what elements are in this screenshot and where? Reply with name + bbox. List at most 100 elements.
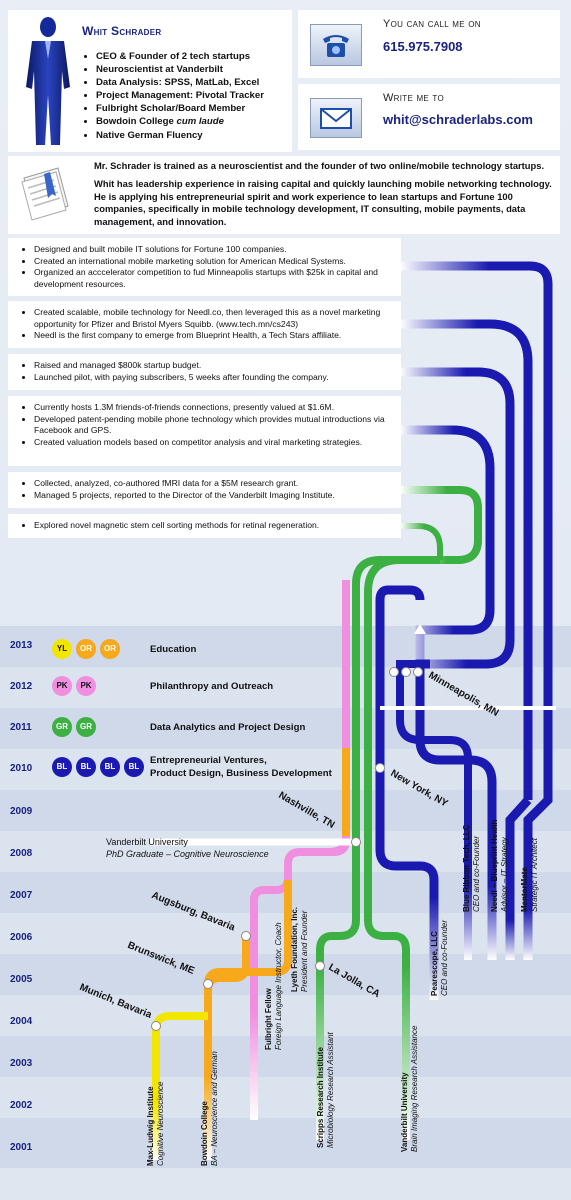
role-org: Needl – Blueprint Health bbox=[490, 819, 499, 912]
achievement-list: Raised and managed $800k startup budget.… bbox=[20, 360, 404, 383]
legend-label: Entrepreneurial Ventures, bbox=[150, 755, 267, 766]
envelope-icon bbox=[310, 98, 362, 138]
year-label: 2009 bbox=[10, 806, 33, 817]
role-org: Scripps Research Institute bbox=[316, 1047, 325, 1148]
station-dot bbox=[401, 667, 411, 677]
station-dot bbox=[315, 961, 325, 971]
achievement-item: Raised and managed $800k startup budget. bbox=[34, 360, 404, 372]
timeline-line-green bbox=[364, 556, 440, 1140]
phone-title: You can call me on bbox=[383, 18, 481, 30]
email-title: Write me to bbox=[383, 92, 444, 104]
highlight-item: Fulbright Scholar/Board Member bbox=[96, 102, 264, 115]
highlight-item: Native German Fluency bbox=[96, 129, 264, 142]
timeline-line-green bbox=[400, 523, 443, 560]
legend-label: Data Analytics and Project Design bbox=[150, 722, 306, 733]
role-title: Brain Imaging Research Assistance bbox=[410, 1025, 419, 1152]
timeline-line-blue bbox=[415, 659, 497, 960]
achievement-list: Created scalable, mobile technology for … bbox=[20, 307, 404, 342]
profile-panel bbox=[8, 10, 292, 152]
timeline-line-green bbox=[400, 486, 482, 564]
role-org: Bowdoin College bbox=[200, 1101, 209, 1166]
highlight-item: Bowdoin College cum laude bbox=[96, 115, 264, 128]
achievement-item: Organized an acccelerator competition to… bbox=[34, 267, 404, 290]
highlight-item: Project Management: Pivotal Tracker bbox=[96, 89, 264, 102]
role-org: MentorMate bbox=[520, 867, 529, 912]
achievement-item: Explored novel magnetic stem cell sortin… bbox=[34, 520, 404, 532]
year-label: 2008 bbox=[10, 848, 33, 859]
timeline-line-blue bbox=[505, 796, 532, 960]
achievement-item: Created scalable, mobile technology for … bbox=[34, 307, 404, 330]
legend-marker-pink: PK bbox=[76, 676, 96, 696]
profile-name: Whit Schrader bbox=[82, 24, 162, 38]
year-label: 2001 bbox=[10, 1142, 33, 1153]
year-row bbox=[0, 1077, 571, 1118]
achievement-item: Managed 5 projects, reported to the Dire… bbox=[34, 490, 404, 502]
legend-marker-pink: PK bbox=[52, 676, 72, 696]
legend-marker-green: GR bbox=[76, 717, 96, 737]
achievement-list: Designed and built mobile IT solutions f… bbox=[20, 244, 404, 290]
legend-marker-blue: BL bbox=[100, 757, 120, 777]
achievement-item: Currently hosts 1.3M friends-of-friends … bbox=[34, 402, 404, 414]
timeline-line-blue bbox=[400, 319, 533, 800]
profile-highlights: CEO & Founder of 2 tech startups Neurosc… bbox=[82, 50, 264, 142]
year-label: 2013 bbox=[10, 640, 33, 651]
role-title: Cognitive Neuroscience bbox=[156, 1081, 165, 1167]
role-org: Max-Ludwig Institute bbox=[146, 1086, 155, 1166]
email-address[interactable]: whit@schraderlabs.com bbox=[383, 112, 533, 127]
legend-label-line2: Product Design, Business Development bbox=[150, 768, 332, 779]
year-label: 2003 bbox=[10, 1058, 33, 1069]
vanderbilt-name: Vanderbilt University bbox=[106, 837, 188, 847]
year-row bbox=[0, 1118, 571, 1168]
legend-label: Philanthropy and Outreach bbox=[150, 681, 274, 692]
timeline-line-white bbox=[380, 706, 556, 710]
legend-marker-blue: BL bbox=[52, 757, 72, 777]
role-title: Advisor – IT Strategy bbox=[500, 837, 509, 912]
station-dot bbox=[375, 763, 385, 773]
role-title: BA – Neuroscience and German bbox=[210, 1051, 219, 1166]
year-row bbox=[0, 790, 571, 831]
achievement-item: Developed patent-pending mobile phone te… bbox=[34, 414, 404, 437]
achievement-list: Explored novel magnetic stem cell sortin… bbox=[20, 520, 404, 532]
station-dot bbox=[203, 979, 213, 989]
year-label: 2005 bbox=[10, 974, 33, 985]
year-row bbox=[0, 1036, 571, 1077]
year-label: 2011 bbox=[10, 722, 32, 733]
timeline-line-blue bbox=[400, 425, 495, 664]
businessman-silhouette-icon bbox=[26, 17, 70, 145]
phone-number[interactable]: 615.975.7908 bbox=[383, 39, 463, 54]
role-title: Strategic IT Architect bbox=[530, 838, 539, 912]
timeline-line-blue bbox=[523, 756, 553, 960]
document-icon bbox=[21, 167, 69, 221]
achievement-panel bbox=[8, 396, 401, 466]
role-org: Blue Ribbon Tech, LLC bbox=[462, 824, 471, 912]
vanderbilt-phd-label: Vanderbilt University PhD Graduate – Cog… bbox=[106, 836, 269, 860]
achievement-panel bbox=[8, 238, 401, 296]
legend-marker-blue: BL bbox=[124, 757, 144, 777]
achievement-item: Launched pilot, with paying subscribers,… bbox=[34, 372, 404, 384]
role-title: Foreign Language Instructor, Coach bbox=[274, 922, 283, 1050]
legend-marker-yellow: YL bbox=[52, 639, 72, 659]
role-title: Microbiology Research Assistant bbox=[326, 1032, 335, 1148]
legend-marker-orange: OR bbox=[76, 639, 96, 659]
year-label: 2006 bbox=[10, 932, 33, 943]
achievement-panel bbox=[8, 301, 401, 348]
achievement-item: Needl is the first company to emerge fro… bbox=[34, 330, 404, 342]
summary-panel bbox=[8, 156, 560, 234]
station-dot bbox=[389, 667, 399, 677]
legend-marker-blue: BL bbox=[76, 757, 96, 777]
year-row bbox=[0, 995, 571, 1036]
year-label: 2010 bbox=[10, 763, 33, 774]
timeline-line-orange bbox=[204, 936, 250, 991]
timeline-line-green bbox=[316, 556, 410, 1140]
highlight-honor: cum laude bbox=[176, 116, 224, 128]
year-label: 2012 bbox=[10, 681, 33, 692]
station-dot bbox=[241, 931, 251, 941]
role-title: CEO and co-Founder bbox=[440, 919, 449, 996]
highlight-item: Neuroscientist at Vanderbilt bbox=[96, 63, 264, 76]
